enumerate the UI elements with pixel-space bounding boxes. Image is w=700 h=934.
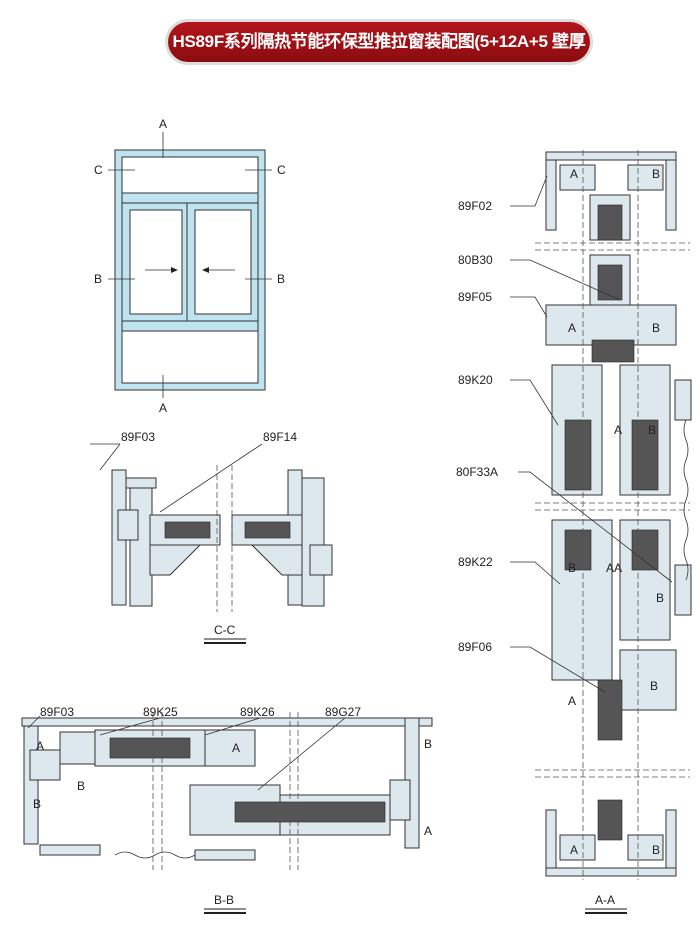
label-a-bottom: A [159,401,167,415]
mark: B [652,321,660,335]
label-a-top: A [159,117,167,131]
mark: A [614,423,622,437]
mark: A [570,167,578,181]
mark: A [570,843,578,857]
section-cc: 89F03 89F14 C-C [90,430,333,644]
mark: B [648,423,656,437]
mark: A [36,739,44,753]
label-c-left: C [94,163,103,177]
mark: B [656,591,664,605]
mark: B [33,797,41,811]
part-89f02: 89F02 [458,199,492,213]
part-89k20: 89K20 [458,373,493,387]
caption-bb: B-B [214,893,234,907]
label-b-left: B [94,272,102,286]
mark: B [568,561,576,575]
part-89k22: 89K22 [458,555,493,569]
mark: A [568,694,576,708]
section-bb: 89F03 89K25 89K26 89G27 A A B B B A B-B [21,705,433,914]
label-b-right: B [277,272,285,286]
caption-aa: A-A [595,893,615,907]
label-c-right: C [277,163,286,177]
section-aa: 89F02 80B30 89F05 89K20 80F33A 89K22 89F… [456,150,692,914]
part-89f03: 89F03 [40,705,74,719]
part-89f03: 89F03 [121,430,155,444]
mark: B [652,167,660,181]
caption-cc: C-C [214,623,236,637]
mark: B [650,679,658,693]
drawing-title: HS89F系列隔热节能环保型推拉窗装配图(5+12A+5 壁厚1.4mm) [168,22,590,91]
mark: B [77,779,85,793]
part-89f05: 89F05 [458,290,492,304]
window-elevation: A A C C B B [94,117,286,415]
part-89k26: 89K26 [240,705,275,719]
part-89g27: 89G27 [325,705,361,719]
mark: A [568,321,576,335]
mark: A [232,741,240,755]
part-89f06: 89F06 [458,640,492,654]
part-80b30: 80B30 [458,253,493,267]
part-89k25: 89K25 [143,705,178,719]
mark: B [424,737,432,751]
part-80f33a: 80F33A [456,465,498,479]
mark: B [652,843,660,857]
part-89f14: 89F14 [263,430,297,444]
mark: A [424,824,432,838]
mark: AA [606,561,622,575]
